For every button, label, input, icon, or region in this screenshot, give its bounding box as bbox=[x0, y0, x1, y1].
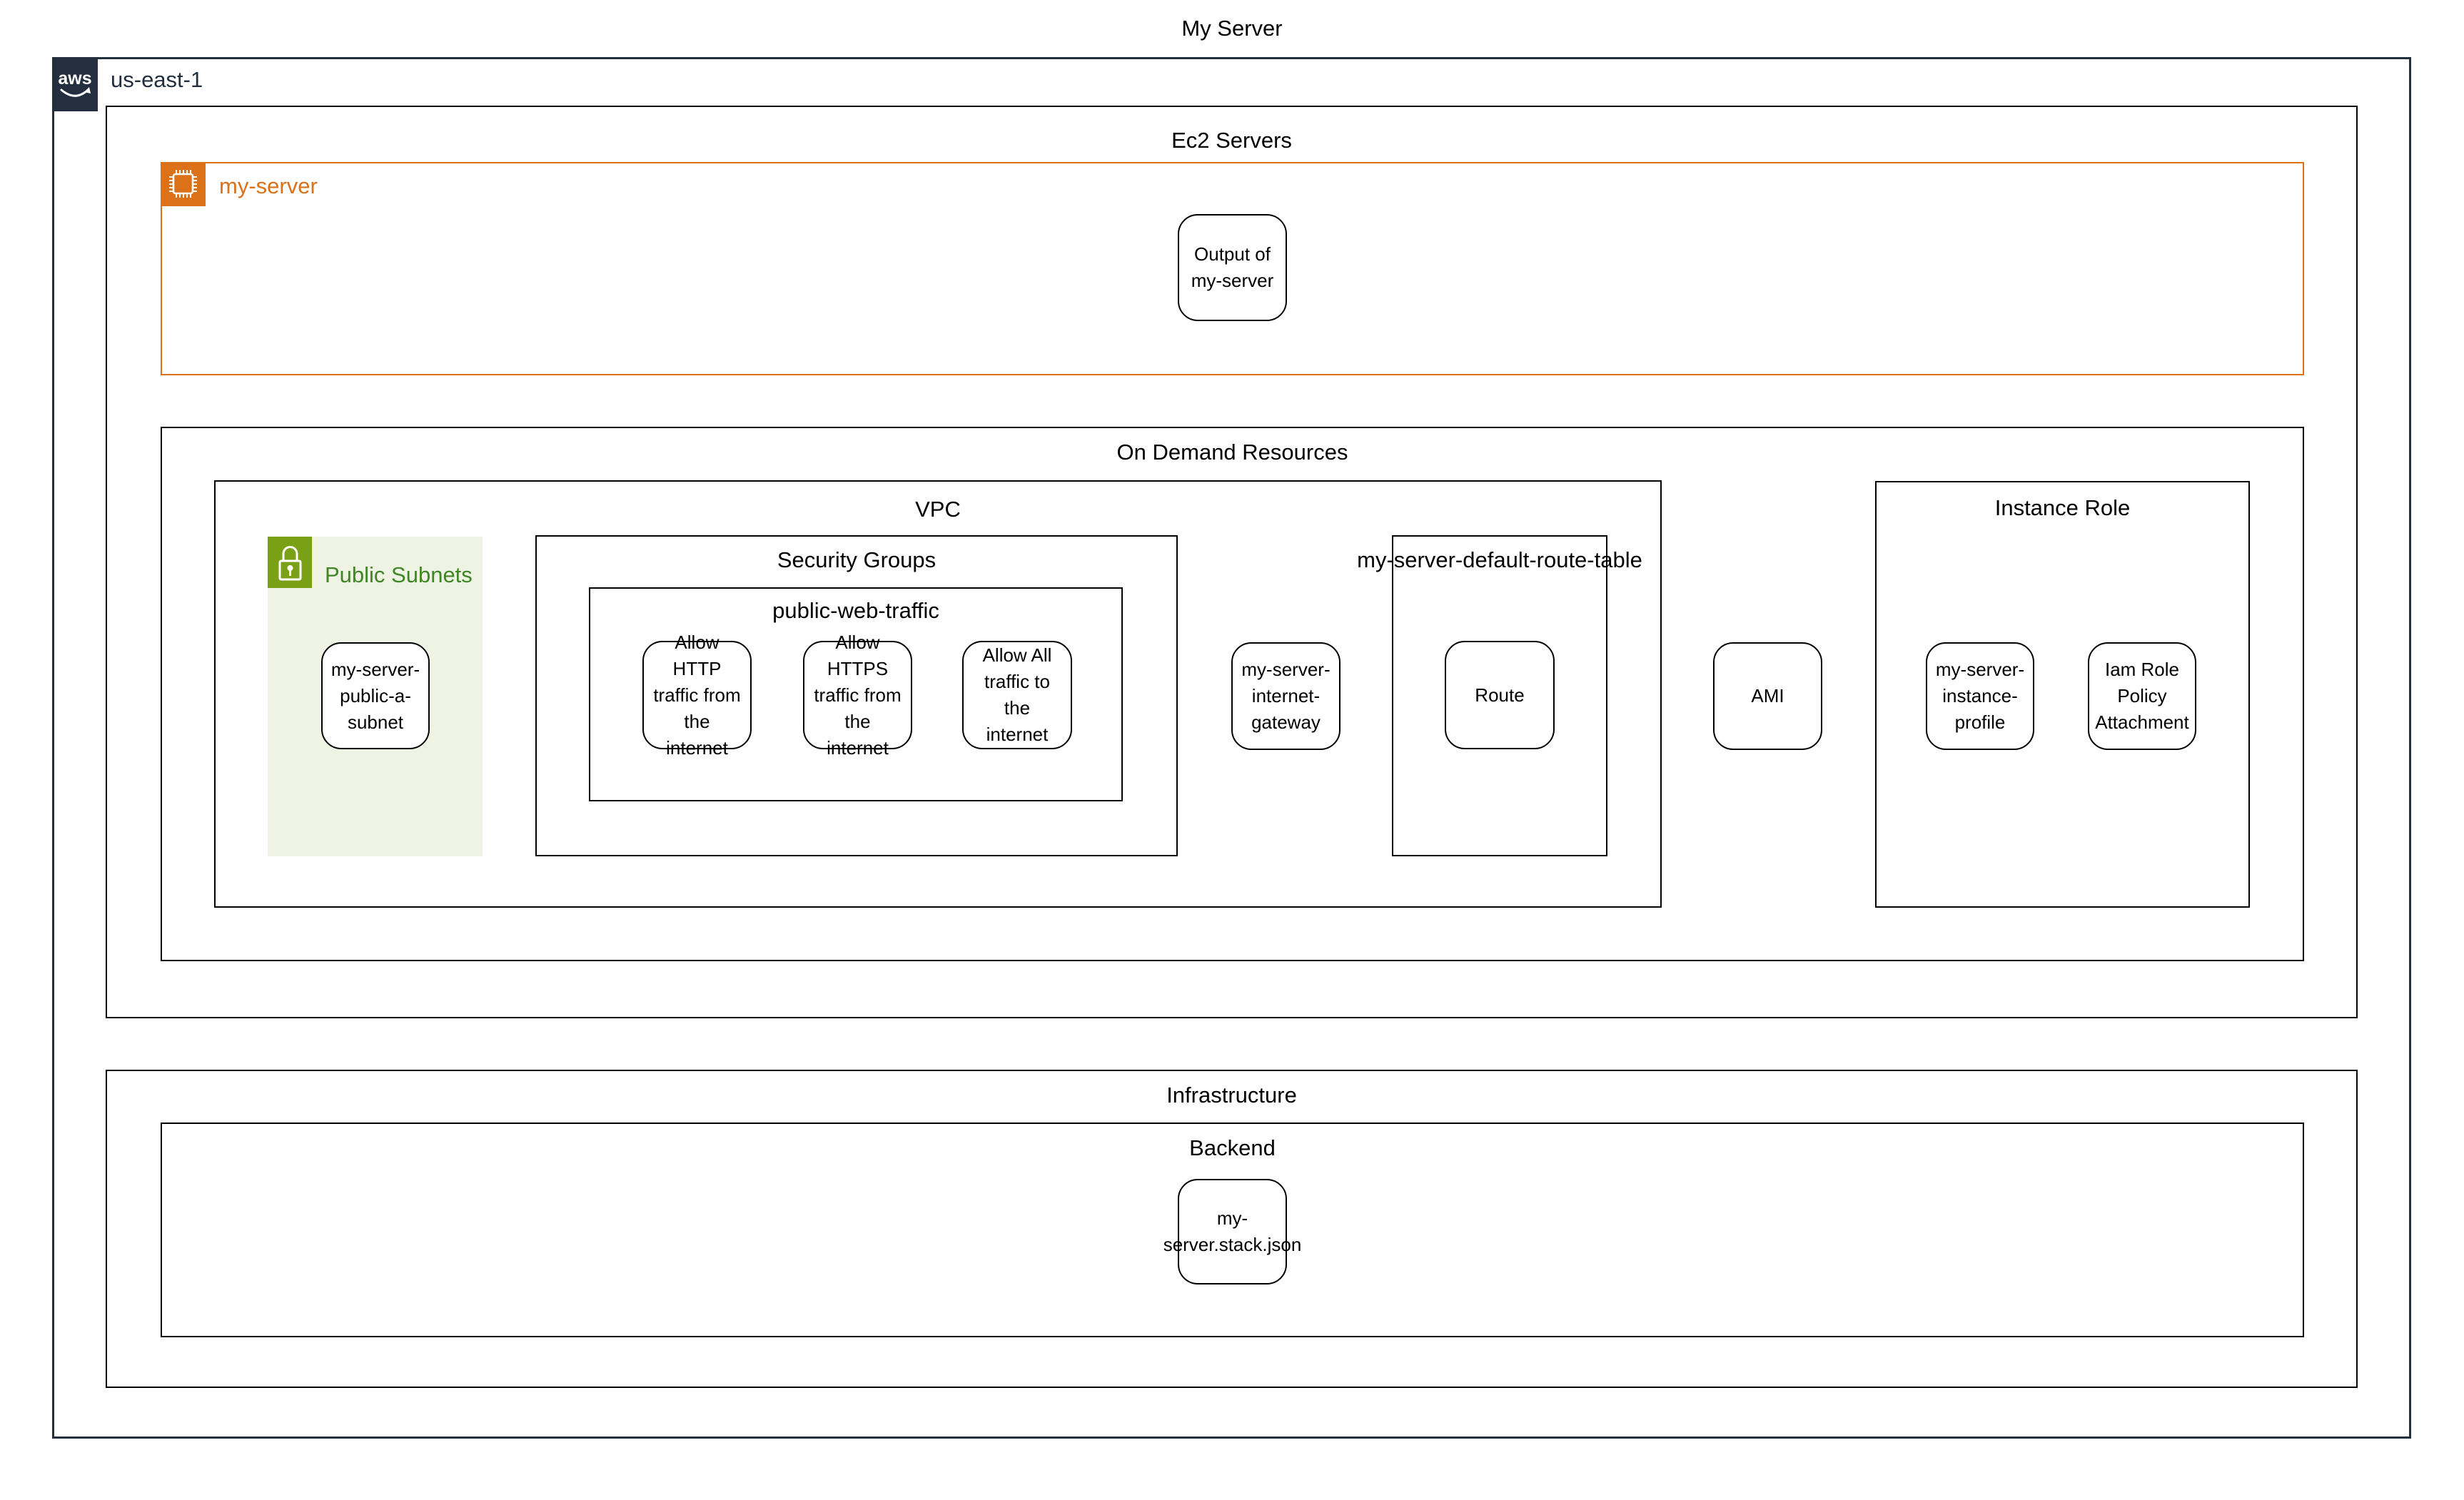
cluster-public-web-traffic: public-web-traffic bbox=[589, 587, 1123, 801]
node-allow-all: Allow All traffic to the internet bbox=[962, 641, 1072, 749]
public-subnets-label: Public Subnets bbox=[325, 562, 473, 587]
ec2-instance-icon bbox=[161, 162, 206, 210]
ec2-servers-label: Ec2 Servers bbox=[1171, 128, 1292, 153]
cluster-infrastructure: Infrastructure bbox=[106, 1070, 2358, 1388]
node-route: Route bbox=[1445, 641, 1555, 749]
aws-logo-icon: aws bbox=[52, 57, 98, 115]
cluster-backend: Backend bbox=[161, 1123, 2304, 1337]
public-web-traffic-label: public-web-traffic bbox=[772, 598, 939, 623]
on-demand-label: On Demand Resources bbox=[1116, 440, 1348, 465]
node-my-server-instance-profile: my-server- instance- profile bbox=[1926, 642, 2034, 750]
node-ami: AMI bbox=[1713, 642, 1822, 750]
subnet-lock-icon bbox=[268, 537, 312, 592]
region-box-us-east-1 bbox=[52, 57, 2411, 1439]
cluster-ec2-servers: Ec2 Servers bbox=[106, 106, 2358, 1018]
svg-text:aws: aws bbox=[58, 69, 91, 88]
infrastructure-label: Infrastructure bbox=[1166, 1083, 1297, 1108]
node-output-of-my-server: Output of my-server bbox=[1178, 214, 1287, 321]
node-my-server-internet-gateway: my-server- internet- gateway bbox=[1231, 642, 1340, 750]
security-groups-label: Security Groups bbox=[777, 547, 936, 572]
cluster-instance-role: Instance Role bbox=[1875, 481, 2250, 908]
region-label: us-east-1 bbox=[111, 67, 203, 92]
cluster-security-groups: Security Groups bbox=[535, 535, 1178, 856]
page-title: My Server bbox=[1181, 16, 1283, 41]
group-my-server bbox=[161, 162, 2304, 375]
node-allow-http: Allow HTTP traffic from the internet bbox=[642, 632, 752, 759]
instance-role-label: Instance Role bbox=[1994, 495, 2131, 520]
backend-label: Backend bbox=[1189, 1135, 1276, 1160]
node-allow-https: Allow HTTPS traffic from the internet bbox=[803, 632, 912, 759]
cluster-my-server-default-route-table: my-server-default-route-table bbox=[1357, 535, 1642, 856]
cluster-on-demand-resources: On Demand Resources bbox=[161, 427, 2304, 961]
node-my-server-stack-json: my- server.stack.json bbox=[1163, 1179, 1301, 1284]
cluster-vpc: VPC bbox=[214, 480, 1662, 908]
vpc-label: VPC bbox=[915, 497, 961, 522]
my-server-label: my-server bbox=[219, 173, 318, 198]
node-iam-role-policy-attachment: Iam Role Policy Attachment bbox=[2088, 642, 2196, 750]
route-table-label: my-server-default-route-table bbox=[1357, 547, 1642, 572]
node-my-server-public-a-subnet: my-server- public-a- subnet bbox=[321, 642, 430, 749]
